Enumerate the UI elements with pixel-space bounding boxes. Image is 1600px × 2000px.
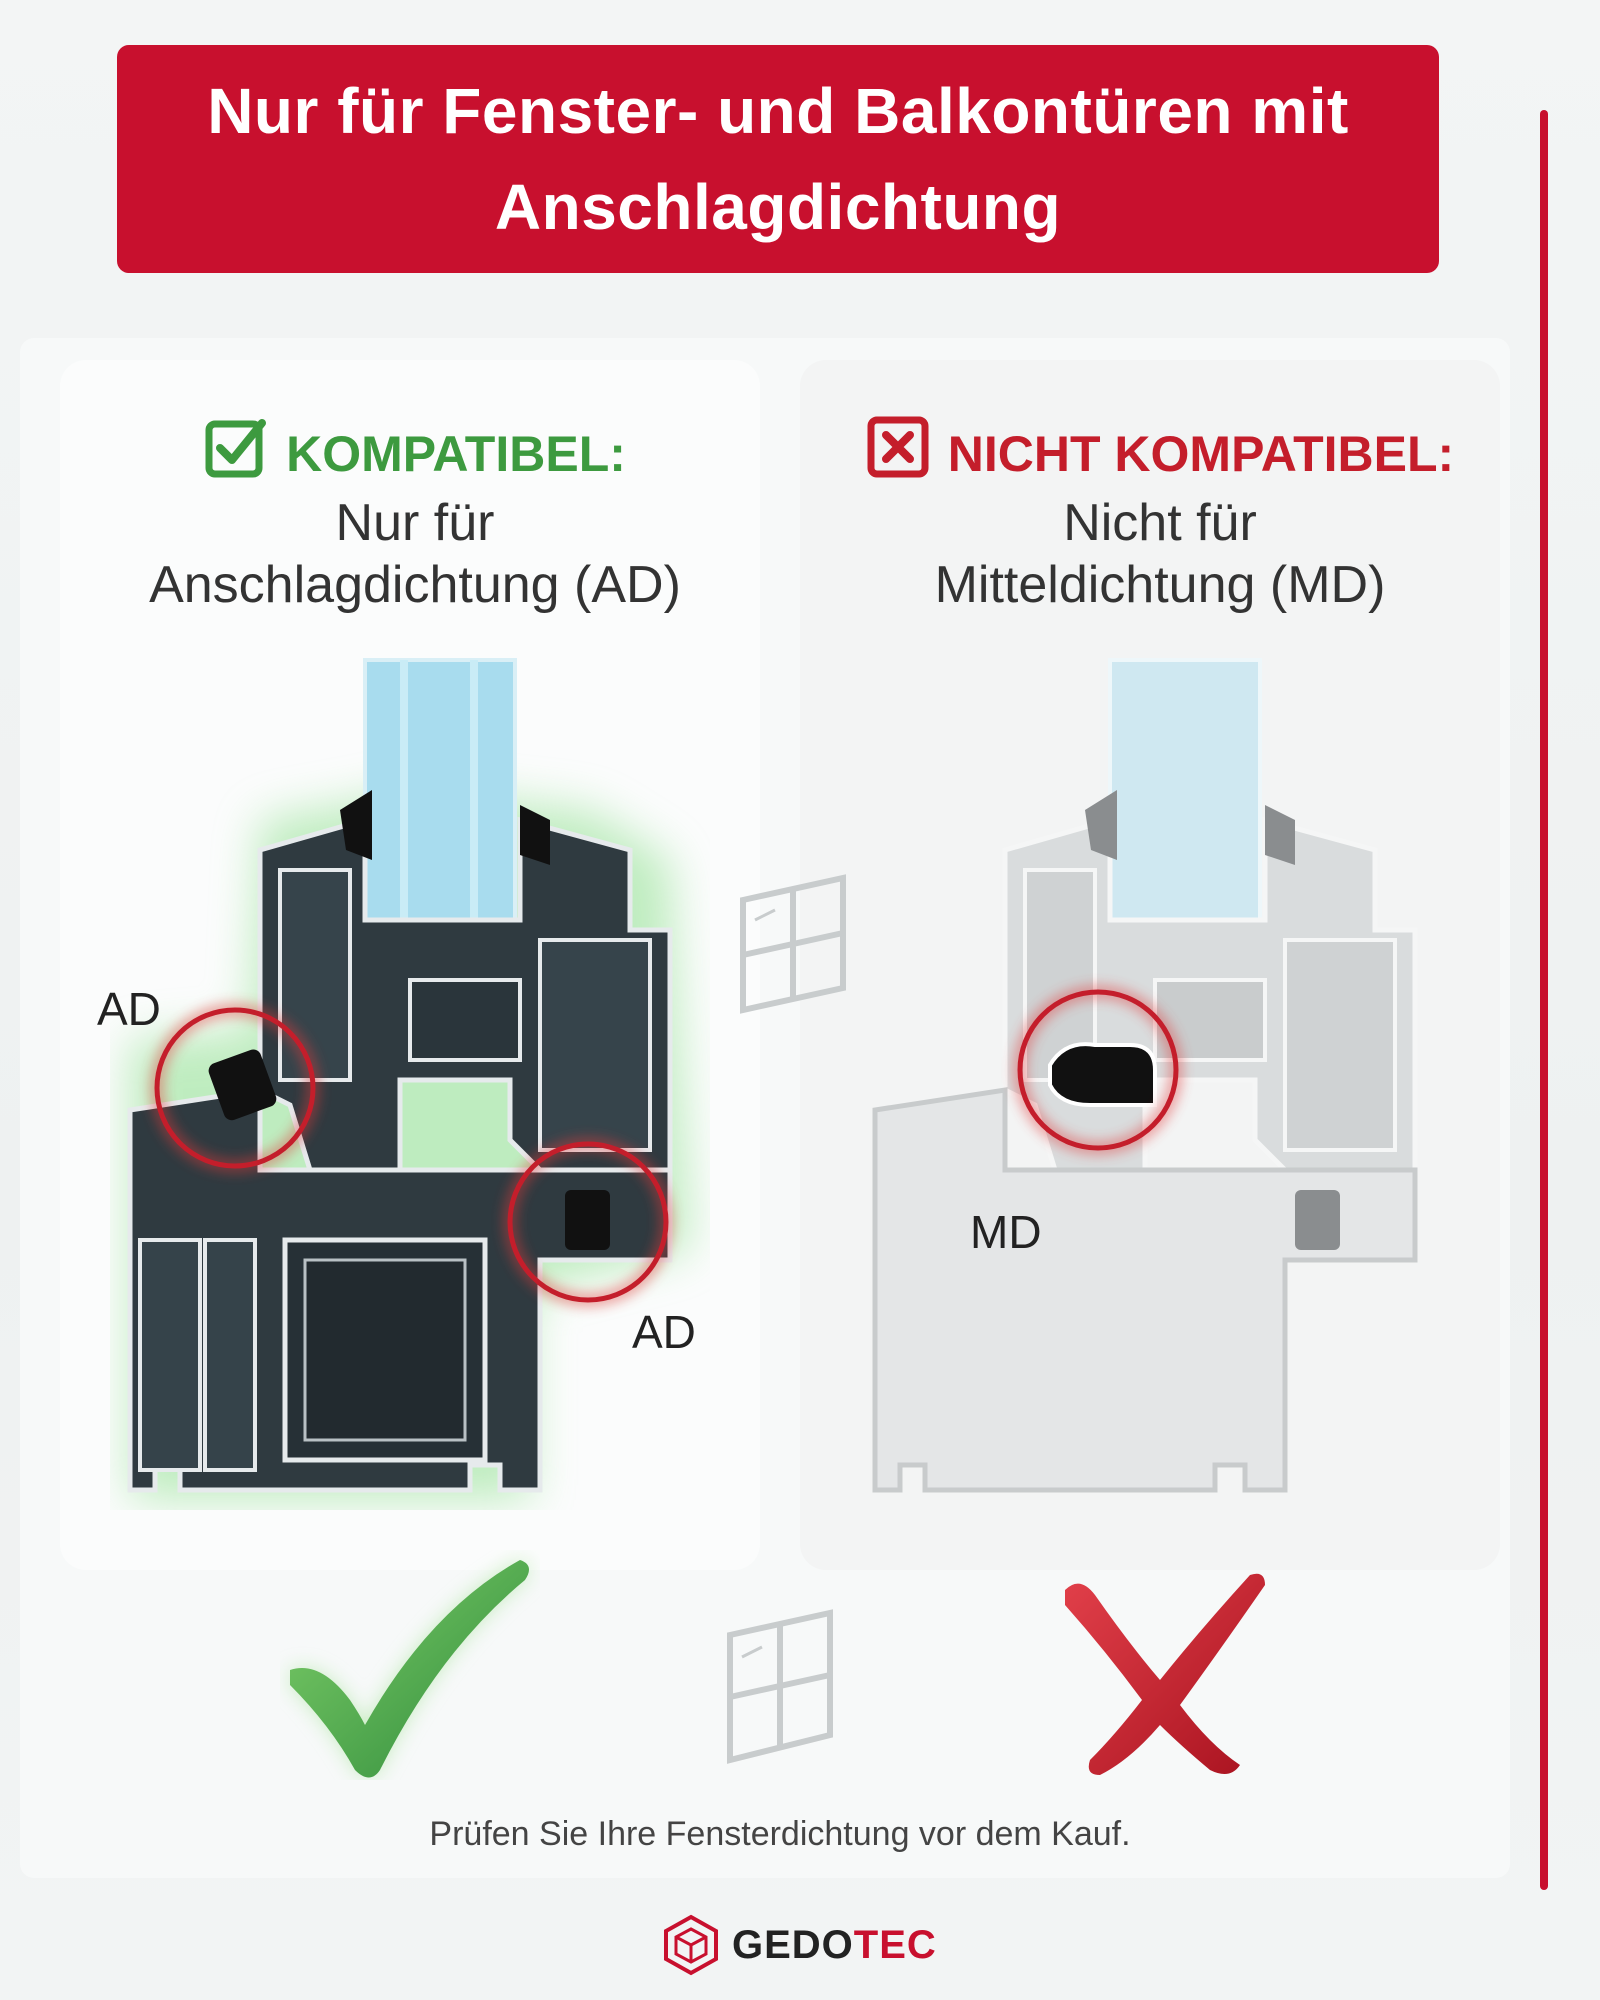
window-outline-icon-bottom <box>727 1609 833 1764</box>
compatible-heading: KOMPATIBEL: Nur für Anschlagdichtung (AD… <box>95 415 735 616</box>
stop-seal-profile-diagram <box>127 658 690 1500</box>
brand-logo: GEDOTEC <box>660 1910 960 1980</box>
gedotec-logo-icon <box>664 1914 718 1976</box>
brand-name-part2: TEC <box>853 1922 937 1967</box>
brand-name-part1: GEDO <box>732 1922 854 1967</box>
compatible-status: KOMPATIBEL: <box>286 425 626 482</box>
checkbox-check-icon <box>204 415 268 492</box>
side-accent-rule <box>1540 110 1548 1890</box>
compatible-subtitle-line1: Nur für <box>335 494 495 552</box>
banner-title: Nur für Fenster- und Balkontüren mit Ans… <box>207 75 1349 243</box>
title-banner: Nur für Fenster- und Balkontüren mit Ans… <box>117 45 1439 273</box>
large-cross-icon <box>1065 1573 1265 1775</box>
incompatible-subtitle-line1: Nicht für <box>1063 494 1257 552</box>
incompatible-status-row: NICHT KOMPATIBEL: <box>830 415 1490 492</box>
footnote: Prüfen Sie Ihre Fensterdichtung vor dem … <box>429 1815 1131 1853</box>
stop-seal-label-bottom: AD <box>632 1306 696 1358</box>
incompatible-subtitle-line2: Mitteldichtung (MD) <box>934 556 1386 614</box>
middle-seal-profile-diagram <box>872 658 1418 1493</box>
compatible-status-row: KOMPATIBEL: <box>95 415 735 492</box>
stop-seal-label-top: AD <box>97 983 161 1035</box>
compatible-subtitle-line2: Anschlagdichtung (AD) <box>149 556 681 614</box>
incompatible-status: NICHT KOMPATIBEL: <box>947 425 1455 482</box>
incompatible-heading: NICHT KOMPATIBEL: Nicht für Mitteldichtu… <box>830 415 1490 616</box>
window-outline-icon <box>740 874 846 1014</box>
middle-seal-label: MD <box>970 1206 1042 1258</box>
large-check-icon <box>290 1560 529 1778</box>
checkbox-x-icon <box>866 415 930 492</box>
